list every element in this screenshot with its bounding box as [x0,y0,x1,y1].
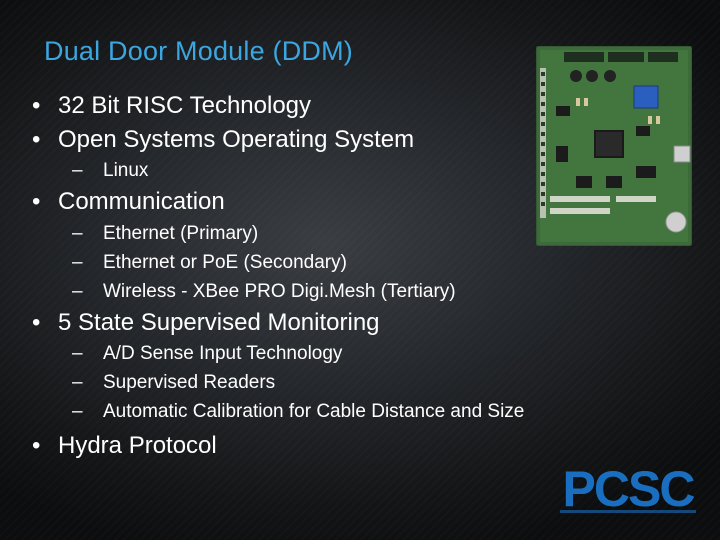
sub-bullet-marker: – [72,372,83,393]
sub-bullet-marker: – [72,281,83,302]
bullet-item: • Hydra Protocol [30,432,217,460]
sub-bullet-text: Wireless - XBee PRO Digi.Mesh (Tertiary) [103,281,456,302]
bullet-text: Communication [58,188,225,215]
bullet-marker: • [32,92,41,119]
sub-bullet-item: –Ethernet or PoE (Secondary) [72,252,347,274]
circuit-board-image [536,46,692,246]
bullet-text: Open Systems Operating System [58,126,415,153]
sub-bullet-text: Supervised Readers [103,372,276,393]
sub-bullet-marker: – [72,223,83,244]
bullet-item: • Open Systems Operating System [30,126,414,154]
logo-text: PCSC [563,461,695,517]
bullet-item: • 32 Bit RISC Technology [30,92,311,120]
bullet-text: 5 State Supervised Monitoring [58,309,380,336]
sub-bullet-item: –Automatic Calibration for Cable Distanc… [72,401,524,423]
sub-bullet-item: –A/D Sense Input Technology [72,343,342,365]
sub-bullet-item: –Supervised Readers [72,372,275,394]
pcsc-logo: PCSC [560,461,696,517]
sub-bullet-item: –Ethernet (Primary) [72,223,258,245]
bullet-text: 32 Bit RISC Technology [58,92,312,119]
bullet-item: • 5 State Supervised Monitoring [30,309,380,337]
sub-bullet-text: Automatic Calibration for Cable Distance… [103,401,525,422]
bullet-marker: • [32,126,41,153]
sub-bullet-marker: – [72,160,83,181]
bullet-text: Hydra Protocol [58,432,217,459]
sub-bullet-item: –Linux [72,160,148,182]
bullet-marker: • [32,432,41,459]
sub-bullet-marker: – [72,401,83,422]
bullet-item: • Communication [30,188,225,216]
bullet-marker: • [32,188,41,215]
sub-bullet-text: A/D Sense Input Technology [103,343,343,364]
bullet-marker: • [32,309,41,336]
sub-bullet-text: Linux [103,160,149,181]
sub-bullet-text: Ethernet (Primary) [103,223,259,244]
sub-bullet-marker: – [72,252,83,273]
sub-bullet-text: Ethernet or PoE (Secondary) [103,252,347,273]
sub-bullet-item: –Wireless - XBee PRO Digi.Mesh (Tertiary… [72,281,456,303]
sub-bullet-marker: – [72,343,83,364]
slide-title: Dual Door Module (DDM) [44,36,353,66]
